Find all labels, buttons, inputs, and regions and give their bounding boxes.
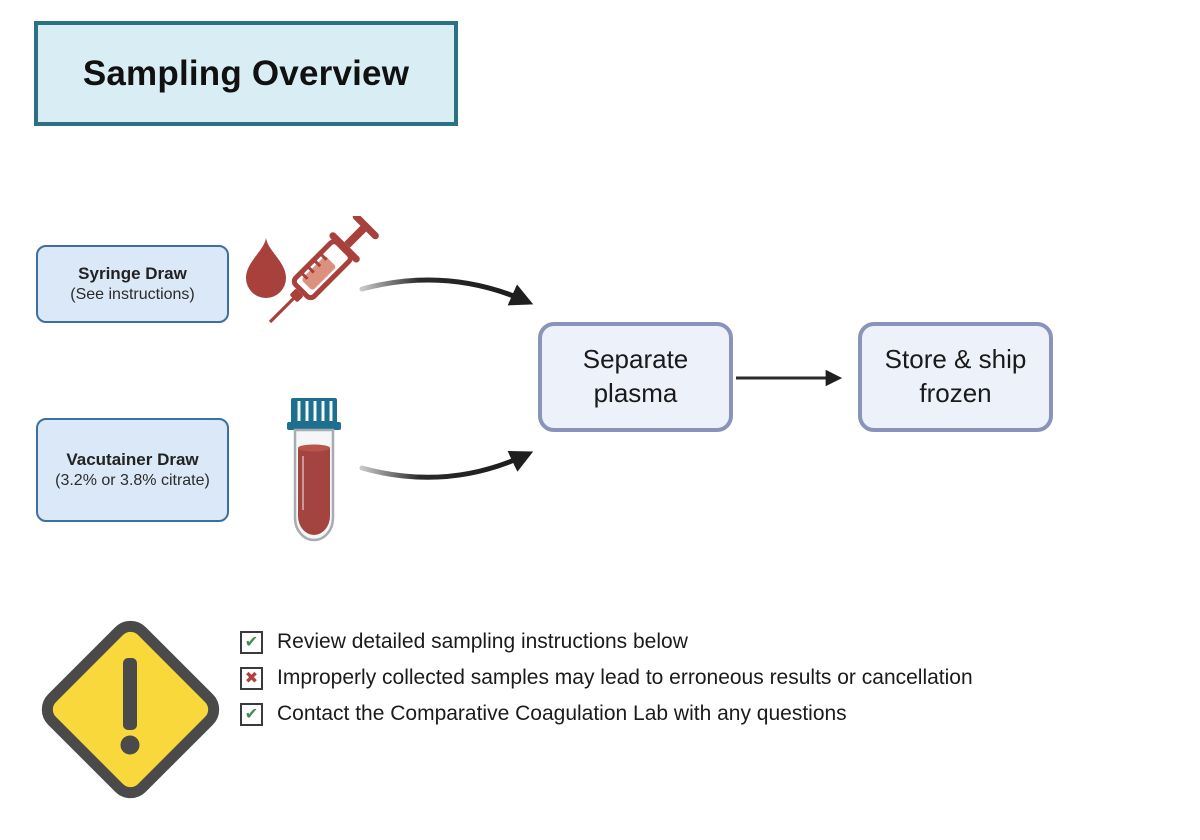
tube-cap: [287, 398, 341, 430]
vacutainer-draw-box: Vacutainer Draw (3.2% or 3.8% citrate): [36, 418, 229, 522]
syringe-draw-title: Syringe Draw: [78, 264, 187, 284]
checklist-item-3: ✔ Contact the Comparative Coagulation La…: [240, 700, 847, 728]
blood-drop-icon: [246, 238, 286, 298]
crossed-checkbox-icon: ✖: [240, 666, 263, 690]
checkmark-icon: ✔: [244, 704, 259, 723]
blood-collection-tube-icon: [287, 398, 341, 542]
curved-arrow-top: [359, 277, 534, 306]
vacutainer-draw-subtitle: (3.2% or 3.8% citrate): [55, 471, 210, 489]
syringe-draw-box: Syringe Draw (See instructions): [36, 245, 229, 323]
cross-icon: ✖: [244, 668, 259, 687]
separate-plasma-label: Separate plasma: [582, 344, 689, 408]
syringe-draw-subtitle: (See instructions): [70, 285, 195, 303]
checkmark-icon: ✔: [244, 632, 259, 651]
checklist-item-3-text: Contact the Comparative Coagulation Lab …: [277, 702, 847, 725]
store-ship-frozen-label: Store & ship frozen: [884, 344, 1027, 408]
tube-blood: [298, 444, 330, 535]
diagram-title-box: Sampling Overview: [34, 21, 458, 126]
checklist-item-1: ✔ Review detailed sampling instructions …: [240, 628, 688, 656]
checklist-item-2: ✖ Improperly collected samples may lead …: [240, 664, 973, 692]
checked-checkbox-icon: ✔: [240, 630, 263, 654]
checklist-item-2-text: Improperly collected samples may lead to…: [277, 666, 973, 689]
page-title: Sampling Overview: [82, 53, 410, 93]
syringe-icon: [268, 216, 379, 324]
separate-plasma-box: Separate plasma: [538, 322, 733, 432]
checklist-item-1-text: Review detailed sampling instructions be…: [277, 630, 688, 653]
blood-drop-syringe-icon: [246, 216, 379, 324]
vacutainer-draw-title: Vacutainer Draw: [66, 450, 199, 470]
warning-diamond-icon: [41, 620, 220, 799]
store-ship-frozen-box: Store & ship frozen: [858, 322, 1053, 432]
curved-arrow-bottom: [359, 451, 534, 480]
exclamation-mark: [120, 658, 140, 755]
checked-checkbox-icon: ✔: [240, 702, 263, 726]
